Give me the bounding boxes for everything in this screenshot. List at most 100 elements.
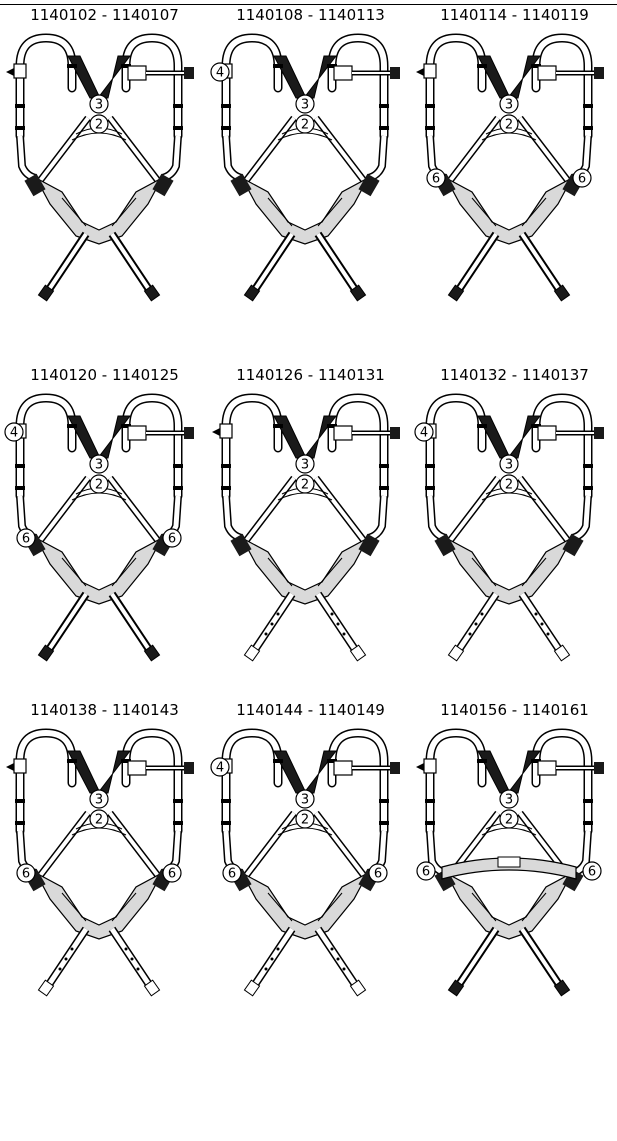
strap-grommet	[480, 612, 484, 616]
strap-keeper	[15, 104, 25, 108]
right-strap-end	[553, 644, 571, 662]
strap-keeper	[379, 486, 389, 490]
right-connector-housing	[333, 65, 353, 81]
strap-keeper	[121, 759, 131, 763]
callout-2: 2	[295, 114, 315, 134]
svg-text:6: 6	[432, 172, 440, 187]
strap-keeper	[583, 464, 593, 468]
strap-grommet	[534, 612, 538, 616]
right-strap-end	[349, 644, 367, 662]
panel-title: 1140138 - 1140143	[30, 701, 179, 719]
lanyard-end	[184, 67, 194, 79]
callout-2: 2	[89, 114, 109, 134]
left-strap-end	[447, 979, 465, 997]
left-leg-buckle	[24, 173, 46, 197]
strap-grommet	[264, 967, 268, 971]
right-connector-housing	[537, 425, 557, 441]
svg-text:6: 6	[22, 867, 30, 882]
left-leg-buckle	[434, 533, 456, 557]
right-leg-buckle	[152, 173, 174, 197]
waist-belt	[441, 857, 577, 880]
lanyard-end	[594, 427, 604, 439]
callout-6: 6	[572, 168, 592, 188]
callout-3: 3	[295, 454, 315, 474]
panel-title: 1140126 - 1140131	[236, 366, 385, 384]
strap-keeper	[273, 64, 283, 68]
strap-grommet	[264, 632, 268, 636]
right-connector-housing	[127, 425, 147, 441]
left-leg-buckle	[230, 533, 252, 557]
callout-4: 4	[414, 422, 434, 442]
belt-buckle	[497, 856, 521, 868]
svg-text:4: 4	[216, 66, 224, 81]
callout-2: 2	[295, 474, 315, 494]
right-shoulder-strap	[531, 728, 593, 836]
strap-keeper	[15, 126, 25, 130]
strap-keeper	[425, 486, 435, 490]
callout-6: 6	[582, 861, 602, 881]
panel-title: 1140120 - 1140125	[30, 366, 179, 384]
left-strap-end	[37, 979, 55, 997]
left-shoulder-strap	[15, 728, 77, 836]
strap-grommet	[330, 947, 334, 951]
right-strap-end	[553, 284, 571, 302]
callout-3: 3	[295, 94, 315, 114]
left-strap-end	[37, 284, 55, 302]
svg-text:6: 6	[228, 867, 236, 882]
left-shoulder-strap	[425, 728, 487, 836]
harness-drawing: 4 32	[210, 33, 400, 302]
callout-3: 3	[499, 789, 519, 809]
strap-keeper	[221, 104, 231, 108]
left-connector	[423, 63, 437, 79]
strap-keeper	[67, 759, 77, 763]
strap-keeper	[67, 64, 77, 68]
strap-keeper	[425, 104, 435, 108]
strap-keeper	[221, 821, 231, 825]
svg-text:6: 6	[422, 865, 430, 880]
svg-text:2: 2	[95, 118, 103, 133]
strap-keeper	[273, 759, 283, 763]
right-strap-end	[143, 979, 161, 997]
right-leg-buckle	[358, 173, 380, 197]
left-shoulder-strap	[15, 33, 77, 141]
left-strap-end	[243, 644, 261, 662]
left-shoulder-strap	[221, 33, 283, 141]
left-leg-buckle	[230, 173, 252, 197]
right-strap-end	[143, 644, 161, 662]
svg-text:3: 3	[95, 458, 103, 473]
svg-text:3: 3	[95, 793, 103, 808]
strap-keeper	[67, 424, 77, 428]
right-connector-housing	[333, 425, 353, 441]
strap-keeper	[477, 64, 487, 68]
seat-pad	[240, 871, 370, 940]
svg-text:6: 6	[22, 532, 30, 547]
right-shoulder-strap	[327, 33, 389, 141]
svg-text:3: 3	[301, 793, 309, 808]
callout-2: 2	[89, 809, 109, 829]
strap-keeper	[327, 64, 337, 68]
right-connector-housing	[127, 760, 147, 776]
lanyard-end	[184, 427, 194, 439]
svg-text:2: 2	[301, 813, 309, 828]
left-leg-buckle	[434, 868, 456, 892]
strap-keeper	[121, 64, 131, 68]
svg-text:4: 4	[10, 426, 18, 441]
seat-pad	[444, 176, 574, 245]
right-connector-housing	[537, 65, 557, 81]
left-connector	[13, 63, 27, 79]
strap-keeper	[173, 821, 183, 825]
strap-grommet	[70, 947, 74, 951]
svg-text:6: 6	[588, 865, 596, 880]
right-leg-buckle	[562, 868, 584, 892]
lanyard-end	[594, 67, 604, 79]
strap-keeper	[15, 486, 25, 490]
strap-grommet	[336, 957, 340, 961]
left-strap-end	[243, 979, 261, 997]
svg-text:3: 3	[301, 98, 309, 113]
callout-4: 4	[210, 62, 230, 82]
